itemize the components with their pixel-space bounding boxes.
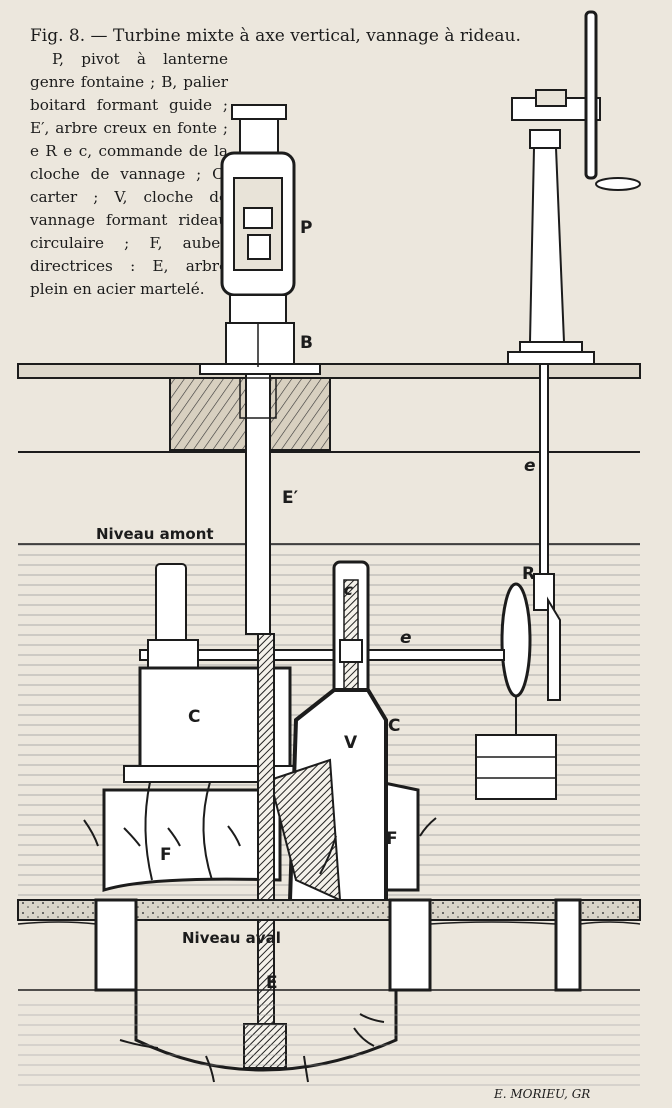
guide-bearing (199, 322, 321, 375)
label-e-upper: e (524, 456, 536, 476)
label-e-lower: e (400, 628, 412, 648)
pulley-and-counterweight (475, 573, 561, 800)
label-niveau-amont: Niveau amont (96, 525, 214, 543)
label-R: R (522, 564, 535, 584)
draft-tube (18, 990, 640, 1090)
control-rod (539, 363, 549, 575)
lantern-pivot (220, 104, 296, 324)
label-E-prime: E′ (282, 488, 299, 508)
label-niveau-aval: Niveau aval (182, 929, 281, 947)
label-B: B (300, 333, 313, 353)
horizontal-control-rod (139, 649, 505, 661)
hollow-shaft (239, 373, 277, 635)
flow-arrows (83, 817, 437, 1083)
figure-title: Fig. 8. — Turbine mixte à axe vertical, … (30, 26, 521, 46)
label-F-right: F (386, 829, 398, 849)
label-c: c (344, 581, 353, 599)
control-column (507, 10, 641, 365)
foundation (17, 898, 641, 992)
engraver-signature: E. MORIEU, GR (493, 1087, 590, 1101)
label-E: E (266, 973, 278, 993)
label-V: V (344, 733, 358, 753)
label-C: C (188, 707, 200, 727)
label-F-left: F (160, 845, 172, 865)
label-C-right: C (388, 716, 400, 736)
casing-post (147, 563, 199, 669)
label-P: P (300, 218, 312, 238)
figure-caption: P, pivot à lanterne genre fontaine ; B, … (30, 50, 228, 298)
